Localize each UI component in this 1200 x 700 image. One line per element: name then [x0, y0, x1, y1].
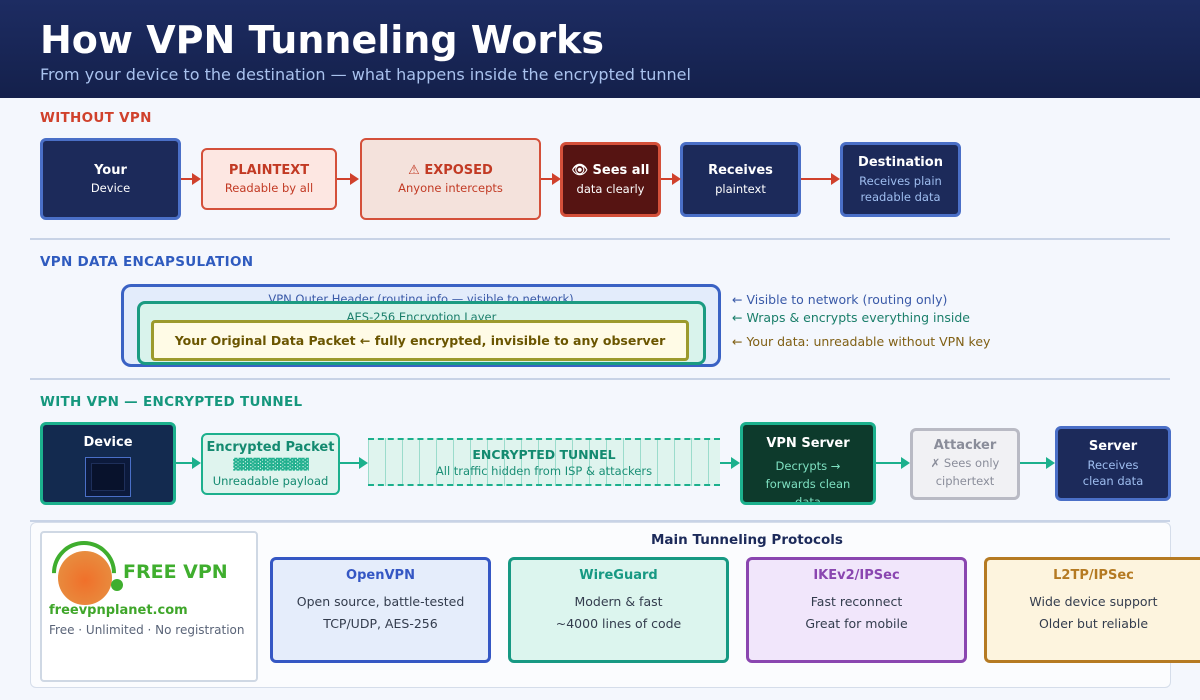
protocol-name: L2TP/IPSec: [1053, 568, 1134, 583]
protocol-detail: Modern & fast: [574, 594, 663, 609]
arrow-line: [337, 178, 351, 180]
original-data-packet: Your Original Data Packet ← fully encryp…: [151, 320, 689, 361]
arrow-head-icon: [731, 457, 740, 469]
section-divider: [30, 378, 1170, 380]
section-label-encapsulation: VPN DATA ENCAPSULATION: [40, 254, 254, 270]
protocol-detail: Wide device support: [1029, 594, 1158, 609]
node-title: Server: [1088, 439, 1138, 455]
page-subtitle: From your device to the destination — wh…: [40, 65, 691, 84]
protocol-name: OpenVPN: [346, 568, 415, 583]
node-title: Your: [94, 162, 127, 178]
header-banner: [0, 0, 1200, 98]
section-divider: [30, 238, 1170, 240]
node-attacker: Attacker ✗ Sees only ciphertext: [910, 428, 1020, 500]
arrow-line: [801, 178, 833, 180]
protocol-detail: TCP/UDP, AES-256: [323, 616, 438, 631]
encrypted-tunnel: ENCRYPTED TUNNEL All traffic hidden from…: [368, 438, 720, 486]
node-title: ⚠ EXPOSED: [408, 162, 493, 178]
node-device: Device: [40, 422, 176, 505]
node-detail: data clearly: [576, 181, 645, 196]
arrow-line: [541, 178, 553, 180]
globe-logo-icon: [58, 551, 112, 605]
node-detail: ✗ Sees only ciphertext: [930, 456, 1000, 489]
arrow-head-icon: [350, 173, 359, 185]
protocol-name: IKEv2/IPSec: [813, 568, 900, 583]
protocol-name: WireGuard: [579, 568, 658, 583]
node-plaintext: PLAINTEXT Readable by all: [201, 148, 337, 210]
arrow-head-icon: [192, 173, 201, 185]
arrow-head-icon: [552, 173, 561, 185]
brand-tagline: Free · Unlimited · No registration: [49, 623, 245, 637]
brand-url[interactable]: freevpnplanet.com: [49, 603, 188, 618]
node-eavesdropper: 👁 Sees all data clearly: [560, 142, 661, 217]
protocol-card-wireguard: WireGuard Modern & fast ~4000 lines of c…: [508, 557, 729, 663]
node-encrypted-packet: Encrypted Packet ▓▓▓▓▓▓▓▓▓▓ Unreadable p…: [201, 433, 340, 495]
arrow-line: [176, 462, 193, 464]
node-detail: Unreadable payload: [212, 473, 329, 488]
node-title: Destination: [858, 155, 943, 171]
arrow-head-icon: [192, 457, 201, 469]
node-server: Server Receives clean data: [1055, 426, 1171, 501]
page-title: How VPN Tunneling Works: [40, 18, 605, 62]
section-divider: [30, 520, 1170, 522]
arrow-line: [661, 178, 673, 180]
arrow-line: [181, 178, 193, 180]
node-title: Attacker: [933, 438, 997, 454]
arrow-head-icon: [831, 173, 840, 185]
node-exposed: ⚠ EXPOSED Anyone intercepts: [360, 138, 541, 220]
arrow-line: [340, 462, 361, 464]
node-your-device: Your Device: [40, 138, 181, 220]
node-destination: Destination Receives plain readable data: [840, 142, 961, 217]
node-detail: Device: [90, 181, 131, 196]
arrow-line: [1020, 462, 1047, 464]
arrow-head-icon: [672, 173, 681, 185]
node-detail: Anyone intercepts: [398, 181, 503, 196]
arrow-head-icon: [901, 457, 910, 469]
protocol-card-l2tp: L2TP/IPSec Wide device support Older but…: [984, 557, 1200, 663]
protocol-detail: Older but reliable: [1038, 616, 1149, 631]
note-outer-header: ← Visible to network (routing only): [732, 292, 948, 307]
node-detail: plaintext: [715, 181, 766, 196]
protocol-detail: Great for mobile: [805, 616, 908, 631]
arrow-line: [876, 462, 902, 464]
protocol-detail: ~4000 lines of code: [555, 616, 682, 631]
protocols-title: Main Tunneling Protocols: [651, 532, 843, 548]
node-detail: Receives plain readable data: [859, 173, 942, 204]
arrow-line: [720, 462, 732, 464]
section-label-with-vpn: WITH VPN — ENCRYPTED TUNNEL: [40, 394, 303, 410]
tunnel-title: ENCRYPTED TUNNEL: [472, 446, 616, 462]
node-title: Receives: [708, 163, 773, 179]
node-title: PLAINTEXT: [228, 162, 310, 178]
node-title: 👁 Sees all: [571, 163, 650, 179]
note-data: ← Your data: unreadable without VPN key: [732, 334, 991, 349]
node-title: VPN Server: [766, 436, 850, 451]
protocol-detail: Fast reconnect: [810, 594, 903, 609]
node-receiver: Receives plaintext: [680, 142, 801, 217]
node-title: Encrypted Packet: [206, 440, 335, 456]
node-detail: Decrypts → forwards clean data: [765, 459, 851, 505]
node-title: Device: [83, 435, 133, 450]
node-vpn-server: VPN Server Decrypts → forwards clean dat…: [740, 422, 876, 505]
note-encryption: ← Wraps & encrypts everything inside: [732, 310, 970, 325]
ciphertext-pattern: ▓▓▓▓▓▓▓▓▓▓: [233, 458, 309, 472]
brand-name: FREE VPN: [123, 561, 228, 583]
brand-card: FREE VPN freevpnplanet.com Free · Unlimi…: [38, 527, 258, 682]
tunnel-detail: All traffic hidden from ISP & attackers: [435, 463, 653, 478]
laptop-icon: [85, 457, 131, 498]
node-detail: Readable by all: [224, 181, 314, 196]
protocol-card-openvpn: OpenVPN Open source, battle-tested TCP/U…: [270, 557, 491, 663]
mic-dot-icon: [111, 579, 123, 591]
protocol-card-ikev2: IKEv2/IPSec Fast reconnect Great for mob…: [746, 557, 967, 663]
section-label-without-vpn: WITHOUT VPN: [40, 110, 152, 126]
protocol-detail: Open source, battle-tested: [296, 594, 465, 609]
node-detail: Receives clean data: [1082, 457, 1144, 488]
arrow-head-icon: [1046, 457, 1055, 469]
arrow-head-icon: [359, 457, 368, 469]
